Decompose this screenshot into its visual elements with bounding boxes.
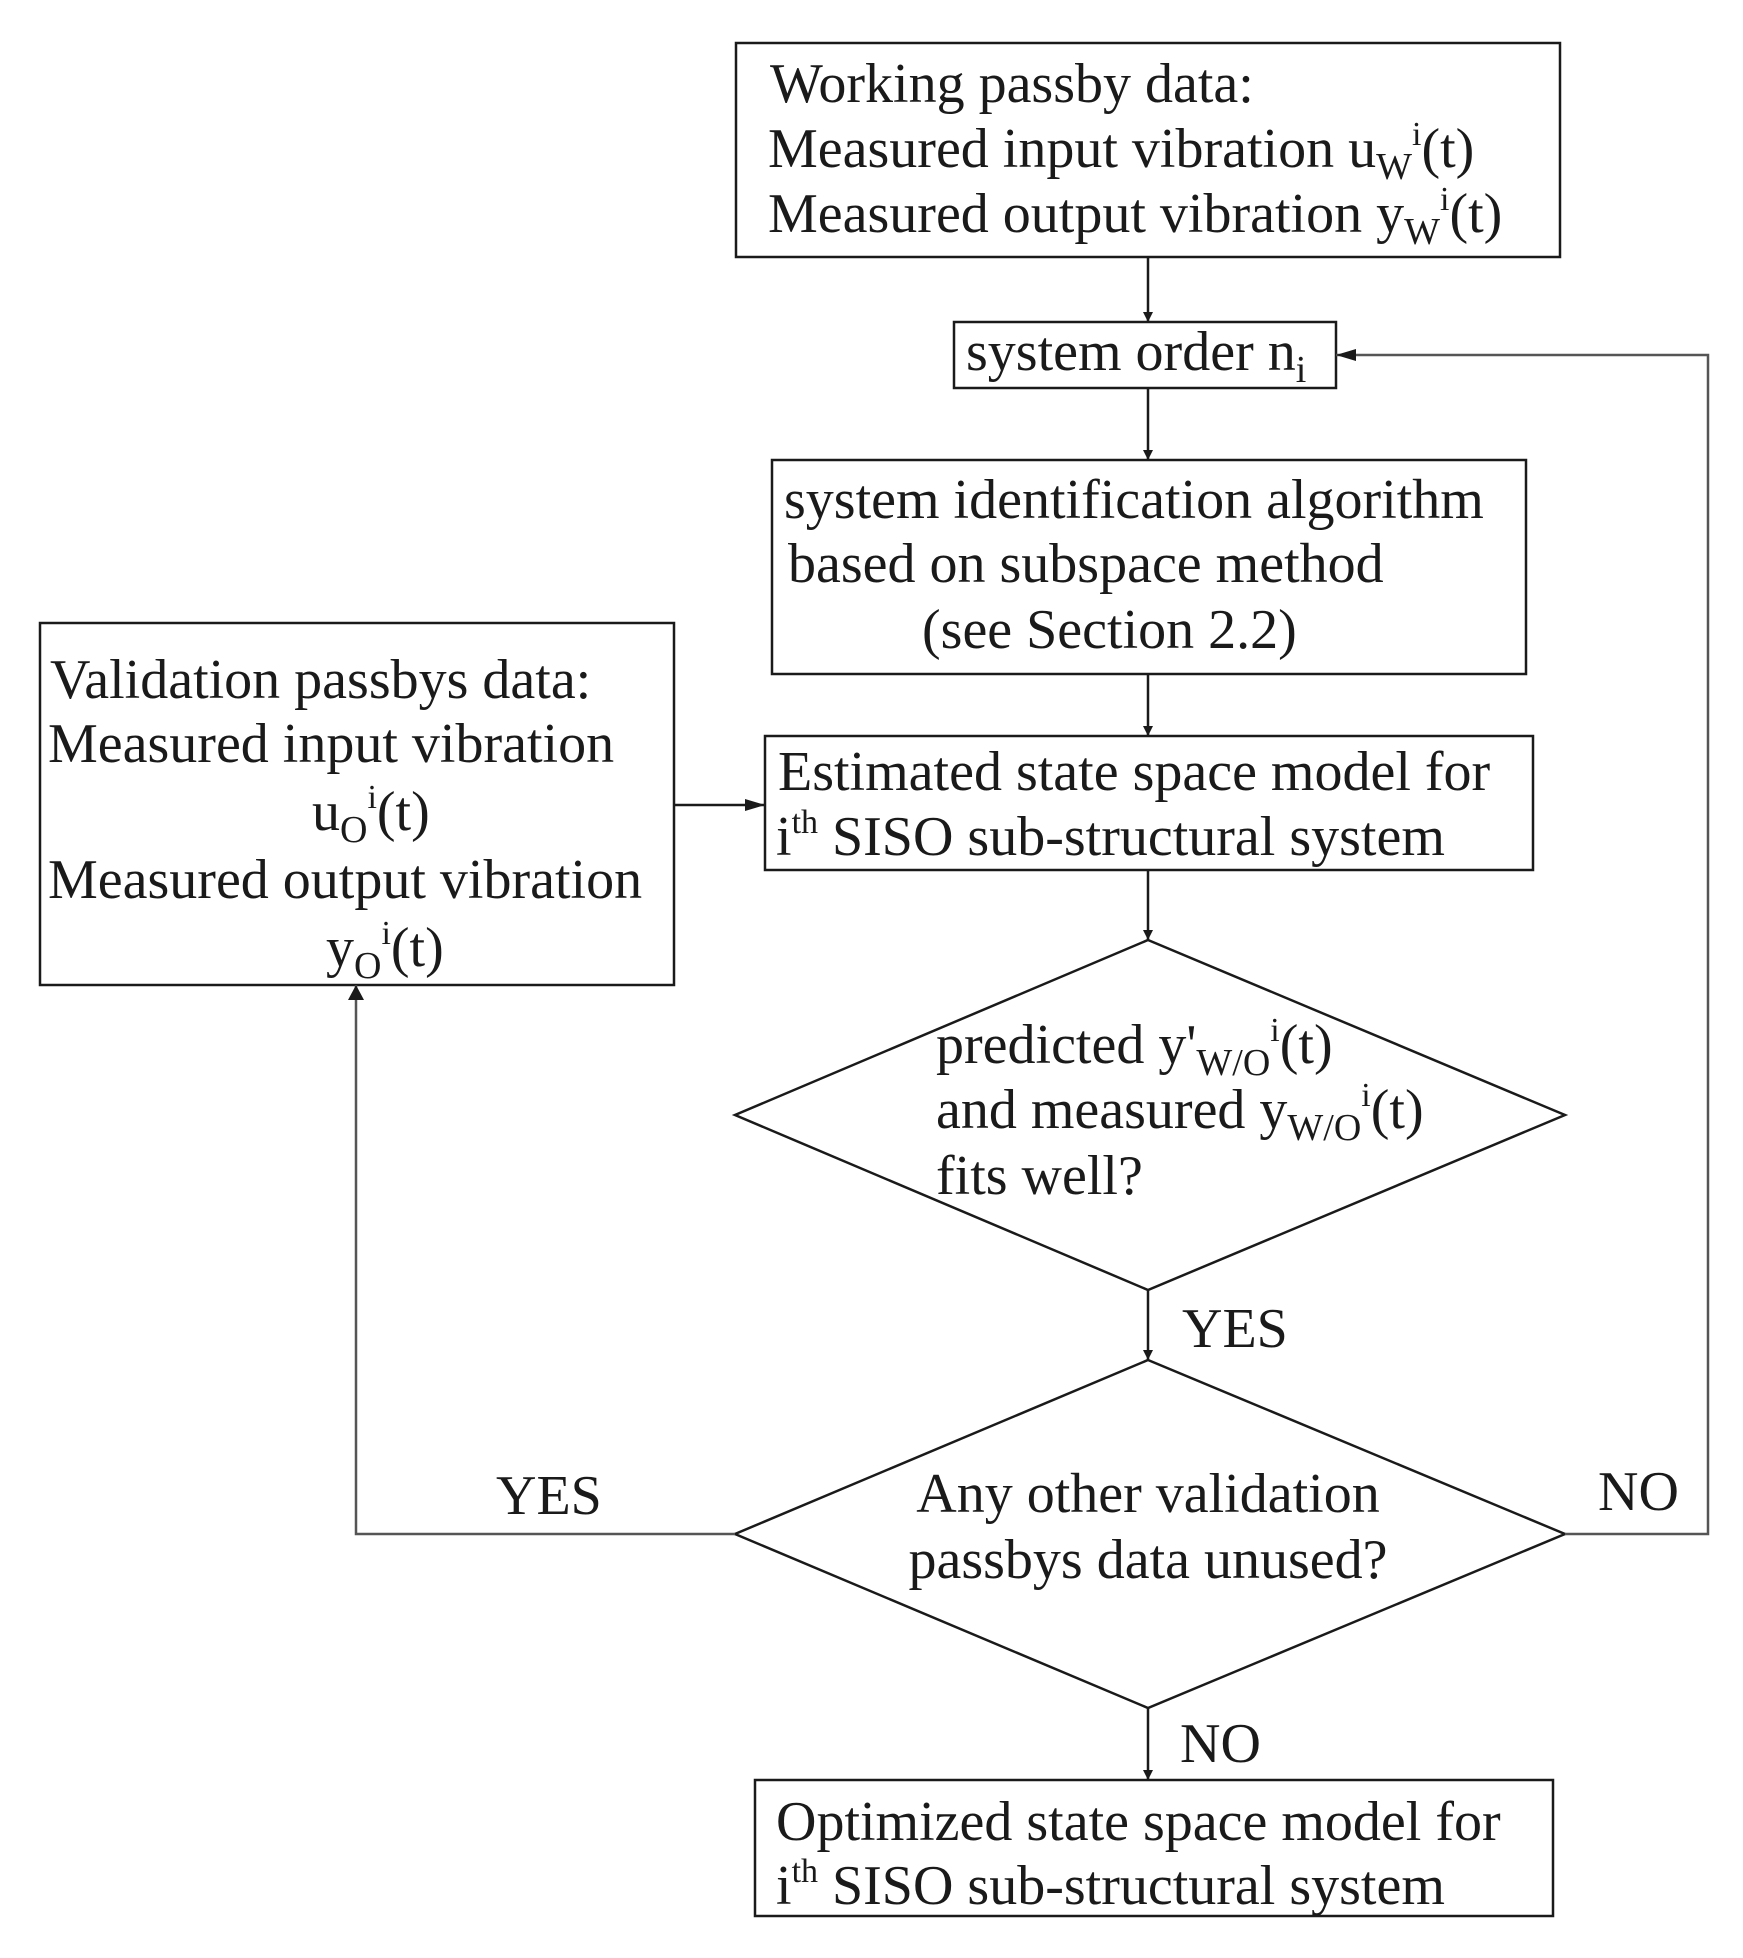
validation-output-label: Measured output vibration <box>48 849 642 911</box>
label-unused-yes: YES <box>496 1465 602 1527</box>
label-unused-no-right: NO <box>1598 1461 1679 1523</box>
working-passby-box: Working passby data: Measured input vibr… <box>734 41 1562 259</box>
unused-decision-line-1: Any other validation <box>916 1463 1379 1525</box>
label-fit-yes: YES <box>1182 1298 1288 1360</box>
validation-input-label: Measured input vibration <box>48 713 614 775</box>
identification-line-3: (see Section 2.2) <box>922 599 1297 661</box>
arrow-unused-no-to-order <box>1336 349 1710 1536</box>
working-input-line: Measured input vibration uWi(t) <box>768 116 1474 188</box>
validation-passbys-box: Validation passbys data: Measured input … <box>38 621 676 987</box>
working-title: Working passby data: <box>770 53 1254 115</box>
validation-output-symbol: yOi(t) <box>326 915 444 987</box>
estimated-model-box: Estimated state space model for ith SISO… <box>763 734 1535 872</box>
identification-line-1: system identification algorithm <box>784 469 1484 531</box>
fit-decision-diamond: predicted y'W/Oi(t) and measured yW/Oi(t… <box>731 938 1569 1292</box>
arrowhead-validation <box>348 985 364 1000</box>
working-output-line: Measured output vibration yWi(t) <box>768 181 1502 253</box>
fit-decision-line-1: predicted y'W/Oi(t) <box>936 1012 1333 1084</box>
system-order-box: system order ni <box>952 320 1338 391</box>
validation-input-symbol: uOi(t) <box>312 779 430 851</box>
estimated-line-1: Estimated state space model for <box>778 741 1491 803</box>
label-unused-no-down: NO <box>1180 1713 1261 1775</box>
identification-line-2: based on subspace method <box>788 533 1384 595</box>
estimated-line-2: ith SISO sub-structural system <box>776 804 1445 868</box>
arrow-unused-yes-to-validation <box>354 985 735 1536</box>
validation-title: Validation passbys data: <box>50 649 591 711</box>
optimized-line-1: Optimized state space model for <box>776 1791 1501 1853</box>
optimized-model-box: Optimized state space model for ith SISO… <box>753 1778 1555 1918</box>
unused-decision-line-2: passbys data unused? <box>908 1529 1387 1591</box>
optimized-line-2: ith SISO sub-structural system <box>776 1853 1445 1917</box>
unused-decision-diamond: Any other validation passbys data unused… <box>731 1358 1569 1710</box>
fit-decision-line-3: fits well? <box>936 1145 1143 1207</box>
system-identification-box: system identification algorithm based on… <box>770 458 1528 676</box>
system-order-label: system order ni <box>966 321 1306 391</box>
fit-decision-line-2: and measured yW/Oi(t) <box>936 1077 1424 1149</box>
